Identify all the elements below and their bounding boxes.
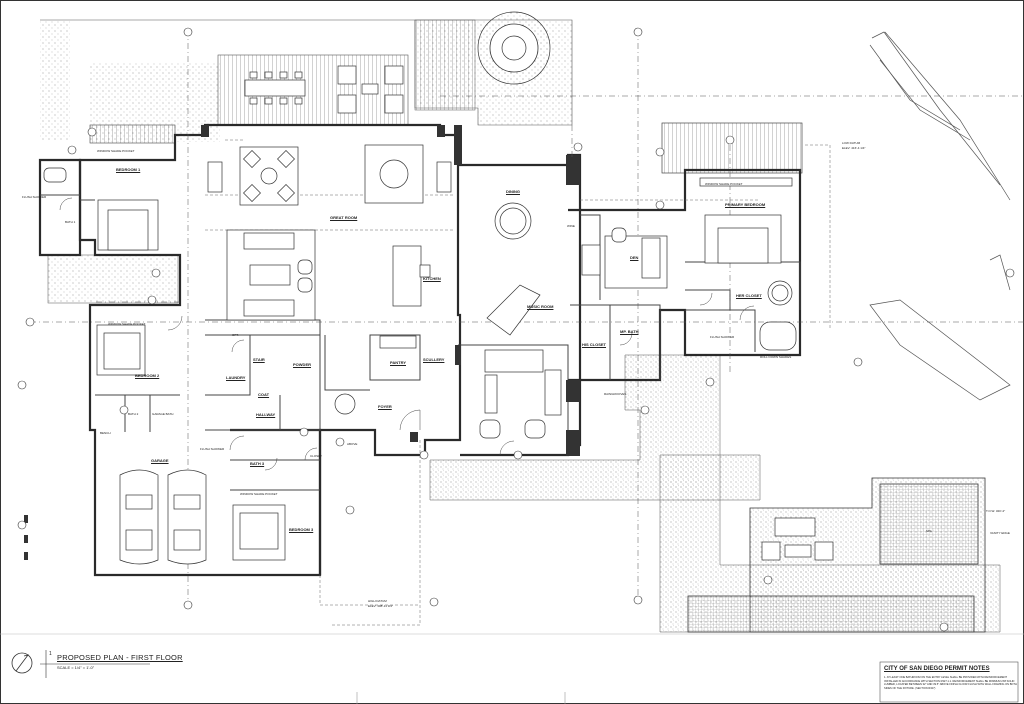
patio-furniture: [244, 65, 834, 561]
room-label-dining: DINING: [506, 189, 520, 194]
note-low-datum-elev: ELEV: 416'-4 1/4": [842, 146, 866, 150]
north-arrow-icon: [11, 652, 33, 674]
room-label-great-room: GREAT ROOM: [330, 215, 358, 220]
note-window-pocket: WINDOW SHADE POCKET: [705, 182, 743, 186]
room-label-mp-bath: MP. BATH: [620, 329, 639, 334]
fire-pit: [477, 11, 551, 85]
room-label-garage-bath: GARAGE BATH: [152, 412, 174, 416]
sheet-number: 1: [49, 651, 52, 657]
room-label-bath1: BATH 1: [65, 220, 76, 224]
note-window-pocket: WINDOW SHADE POCKET: [108, 322, 146, 326]
room-label-closet: CLOSET: [310, 454, 323, 458]
room-label-coat: COAT: [258, 392, 270, 397]
permit-notes-body: 1. AT LEAST ONE BATHROOM ON THE ENTRY LE…: [884, 676, 1017, 690]
room-label-hallway: HALLWAY: [256, 412, 276, 417]
note-vanity-edge: VANITY EDGE: [990, 531, 1010, 535]
note-flush-shower: FLUSH SHOWER: [200, 447, 225, 451]
room-label-den: DEN: [630, 255, 639, 260]
structural-columns: [24, 125, 580, 560]
room-label-bath2: BATH 2: [128, 412, 139, 416]
topography-lines: [869, 31, 1011, 401]
note-window-pocket: WINDOW SHADE POCKET: [240, 492, 278, 496]
drawing-title: PROPOSED PLAN - FIRST FLOOR: [57, 653, 183, 662]
note-flush-shower: FLUSH SHOWER: [22, 195, 47, 199]
room-label-stair: STAIR: [253, 357, 265, 362]
room-label-powder: POWDER: [293, 362, 311, 367]
room-label-bedroom1: BEDROOM 1: [116, 167, 141, 172]
note-low-datum: LOW DATUM: [842, 141, 861, 145]
note-high-datum: HIGH DATUM: [368, 599, 387, 603]
room-label-scullery: SCULLERY: [423, 357, 445, 362]
room-label-foyer: FOYER: [378, 404, 392, 409]
room-label-laundry: LAUNDRY: [226, 375, 246, 380]
interior-furniture: [43, 144, 797, 565]
note-roll-down: ROLL DOWN SHADES: [760, 355, 792, 359]
room-label-garage: GARAGE: [151, 458, 169, 463]
room-label-bath3: BATH 3: [250, 461, 265, 466]
grid-bubbles: [17, 27, 1015, 632]
note-bench: BENCH: [100, 431, 111, 435]
note-opt: OPT.: [232, 333, 239, 337]
permit-notes-title: CITY OF SAN DIEGO PERMIT NOTES: [884, 666, 990, 672]
room-label-his-closet: HIS CLOSET: [582, 342, 607, 347]
permit-notes-box: [879, 661, 1019, 703]
room-label-wine: WINE: [567, 224, 575, 228]
note-raingrooves: RAINGROOVES: [604, 392, 627, 396]
room-label-music-room: MUSIC ROOM: [527, 304, 554, 309]
door-swings: [59, 197, 755, 471]
note-window-pocket: WINDOW SHADE POCKET: [97, 149, 135, 153]
note-flush-shower: FLUSH SHOWER: [710, 335, 735, 339]
drawing-scale: SCALE = 1/4" = 1'-0": [57, 665, 95, 670]
room-label-her-closet: HER CLOSET: [736, 293, 762, 298]
note-above: ABOVE: [347, 442, 358, 446]
room-label-kitchen: KITCHEN: [423, 276, 441, 281]
note-high-datum-elev: ELEV: 308'-11 3/4": [368, 604, 393, 608]
room-label-bedroom2: BEDROOM 2: [135, 373, 160, 378]
room-label-pantry: PANTRY: [390, 360, 406, 365]
room-label-primary-bedroom: PRIMARY BEDROOM: [725, 202, 766, 207]
note-tow: T.O.W. 320'-4": [986, 509, 1006, 513]
room-label-spa: SPA: [926, 529, 932, 533]
room-label-bedroom3: BEDROOM 3: [289, 527, 314, 532]
